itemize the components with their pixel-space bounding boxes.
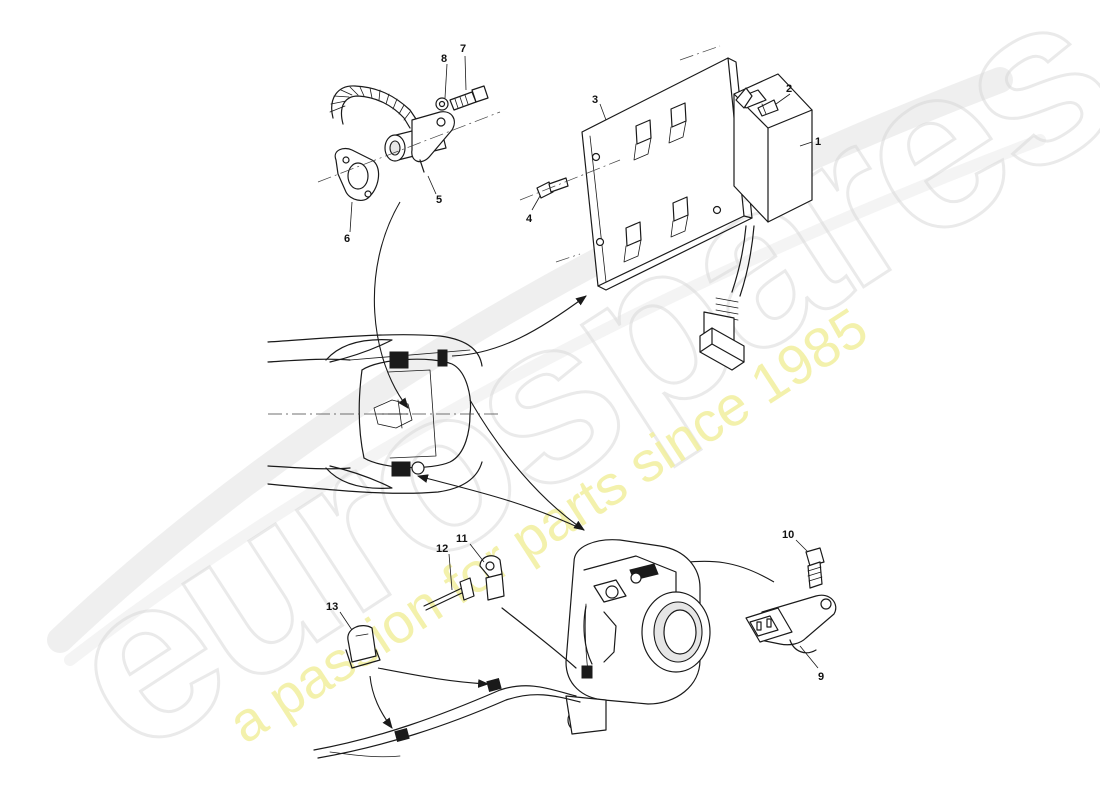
callout-12: 12: [436, 543, 448, 555]
callout-11: 11: [456, 533, 468, 545]
callout-3: 3: [592, 94, 598, 106]
callout-7: 7: [460, 43, 466, 55]
clips-fasteners: [345, 555, 505, 669]
callout-6: 6: [344, 233, 350, 245]
callout-2: 2: [786, 83, 792, 95]
callout-leaders: [339, 55, 819, 669]
callout-5: 5: [436, 194, 442, 206]
callout-9: 9: [818, 671, 824, 683]
throttle-body-assembly: [565, 539, 711, 735]
tps-sensor-assembly: [745, 547, 837, 654]
callout-10: 10: [782, 529, 794, 541]
callout-labels: 1 2 3 4 5 6 7 8 9 10 11 12 13: [326, 43, 824, 683]
watermark-brand: eurospares: [22, 0, 1100, 800]
callout-13: 13: [326, 601, 338, 613]
watermark: eurospares a passion for parts since 198…: [20, 0, 1100, 800]
callout-8: 8: [441, 53, 447, 65]
crank-sensor-assembly: [317, 85, 501, 201]
vehicle-plan-view: [267, 334, 500, 494]
callout-4: 4: [526, 213, 533, 225]
wiring-harness: [313, 603, 593, 759]
module-bracket-assembly: [519, 45, 813, 371]
callout-1: 1: [815, 136, 821, 148]
flow-arrows: [369, 201, 775, 729]
